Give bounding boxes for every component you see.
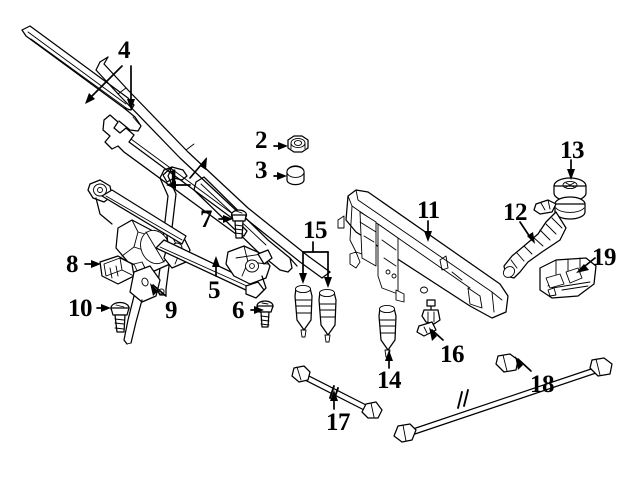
leader-5	[212, 256, 220, 277]
callout-label-1: 1	[167, 165, 180, 192]
leader-13	[567, 159, 575, 180]
wiring-connector-part8	[99, 255, 135, 285]
callout-label-19: 19	[592, 244, 617, 271]
leader-17	[330, 390, 338, 410]
leader-8	[84, 260, 101, 268]
hex-nut-part2	[287, 135, 309, 153]
washer-pump-left-part15	[294, 284, 313, 338]
leader-12	[519, 221, 535, 244]
linkage-screw-part6	[256, 300, 274, 328]
leader-4	[85, 65, 135, 110]
reservoir-cap-part13	[553, 177, 587, 202]
callout-label-9: 9	[165, 297, 178, 324]
callout-label-14: 14	[377, 367, 402, 394]
washer-fluid-reservoir-part11	[337, 189, 509, 319]
filler-neck-hose-part12	[502, 196, 586, 279]
callout-label-7: 7	[200, 206, 213, 233]
leader-19	[576, 257, 596, 273]
callout-label-11: 11	[417, 197, 440, 224]
leader-18	[515, 356, 532, 372]
callout-label-2: 2	[255, 127, 268, 154]
wiper-arm-hook	[162, 166, 188, 183]
wiper-blade-upper	[21, 25, 142, 132]
leader-7	[218, 215, 233, 223]
leader-14	[385, 350, 393, 369]
callout-label-15: 15	[303, 217, 328, 244]
callout-label-10: 10	[68, 295, 93, 322]
callout-label-4: 4	[118, 37, 131, 64]
wiper-linkage-assembly	[87, 179, 273, 299]
washer-pump-right-part15	[318, 288, 337, 343]
washer-pump-part14	[378, 304, 397, 358]
bracket-screw-part10	[110, 301, 130, 333]
leader-6	[250, 306, 264, 314]
callout-label-16: 16	[440, 341, 465, 368]
leader-3	[273, 172, 287, 180]
leader-2	[273, 142, 288, 150]
washer-hose-short-part17	[291, 365, 383, 419]
motor-bolt-part7	[230, 209, 248, 239]
leader-11	[424, 220, 432, 242]
cap-cover-part3	[286, 165, 305, 186]
callout-label-8: 8	[66, 251, 79, 278]
fluid-level-sensor-part16	[416, 299, 441, 337]
leader-9	[150, 283, 167, 297]
callout-label-13: 13	[560, 137, 585, 164]
leader-1	[166, 157, 207, 189]
callout-label-12: 12	[503, 199, 528, 226]
leader-16	[429, 327, 444, 341]
leader-10	[96, 304, 111, 312]
wiper-arm-driver	[95, 56, 331, 279]
callout-label-18: 18	[530, 371, 555, 398]
leader-15	[299, 241, 332, 288]
callout-label-5: 5	[208, 277, 221, 304]
callout-label-6: 6	[232, 297, 245, 324]
callout-label-3: 3	[255, 157, 268, 184]
washer-hose-long-part18	[393, 353, 613, 443]
wiper-blade-lower	[102, 114, 248, 237]
callout-label-17: 17	[326, 409, 351, 436]
